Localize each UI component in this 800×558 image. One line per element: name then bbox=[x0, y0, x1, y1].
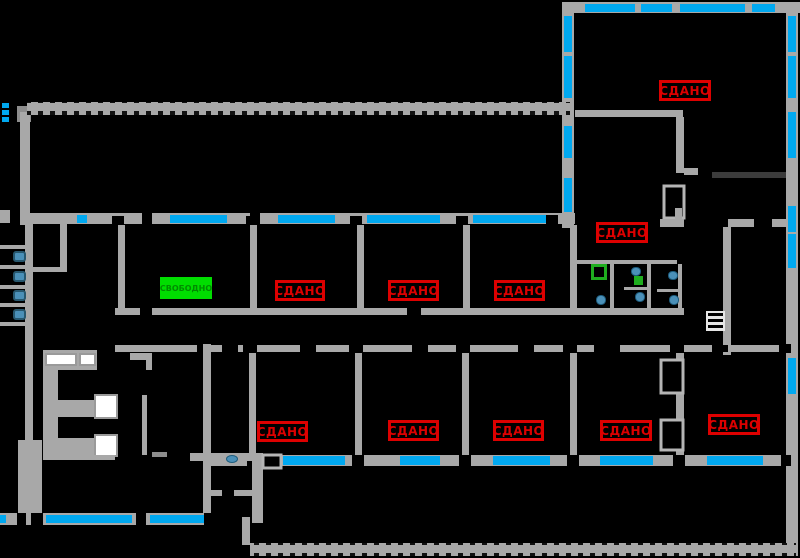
bottom-left-walls bbox=[0, 440, 283, 545]
available-stamp[interactable]: СВОБОДНО bbox=[160, 277, 212, 299]
toilet-icon bbox=[668, 271, 678, 280]
stall-closed-icon bbox=[634, 276, 643, 285]
leased-stamp[interactable]: СДАНО bbox=[388, 420, 439, 441]
leased-stamp[interactable]: СДАНО bbox=[493, 420, 544, 441]
leased-stamp[interactable]: СДАНО bbox=[274, 280, 325, 301]
toilet-icon bbox=[669, 295, 679, 305]
leased-stamp[interactable]: СДАНО bbox=[494, 280, 545, 301]
stairs bbox=[43, 350, 167, 460]
leased-stamp[interactable]: СДАНО bbox=[596, 222, 648, 243]
stall-open-icon bbox=[591, 264, 607, 280]
urinal-icon bbox=[13, 251, 26, 262]
toilet-icon bbox=[635, 292, 645, 302]
leased-stamp[interactable]: СДАНО bbox=[600, 420, 652, 441]
windows bbox=[2, 4, 796, 394]
leased-stamp[interactable]: СДАНО bbox=[659, 80, 711, 101]
toilet-icon bbox=[596, 295, 606, 305]
interior-walls bbox=[0, 110, 791, 517]
leased-stamp[interactable]: СДАНО bbox=[257, 421, 308, 442]
toilet-icon bbox=[631, 267, 641, 276]
radiator-icon bbox=[706, 311, 725, 331]
urinal-icon bbox=[13, 271, 26, 282]
middle-window-wall bbox=[30, 213, 575, 225]
leased-stamp[interactable]: СДАНО bbox=[388, 280, 439, 301]
sink-icon bbox=[226, 455, 238, 463]
hatched-walls bbox=[27, 102, 796, 556]
leased-stamp[interactable]: СДАНО bbox=[708, 414, 760, 435]
urinal-icon bbox=[13, 309, 26, 320]
urinal-icon bbox=[13, 290, 26, 301]
